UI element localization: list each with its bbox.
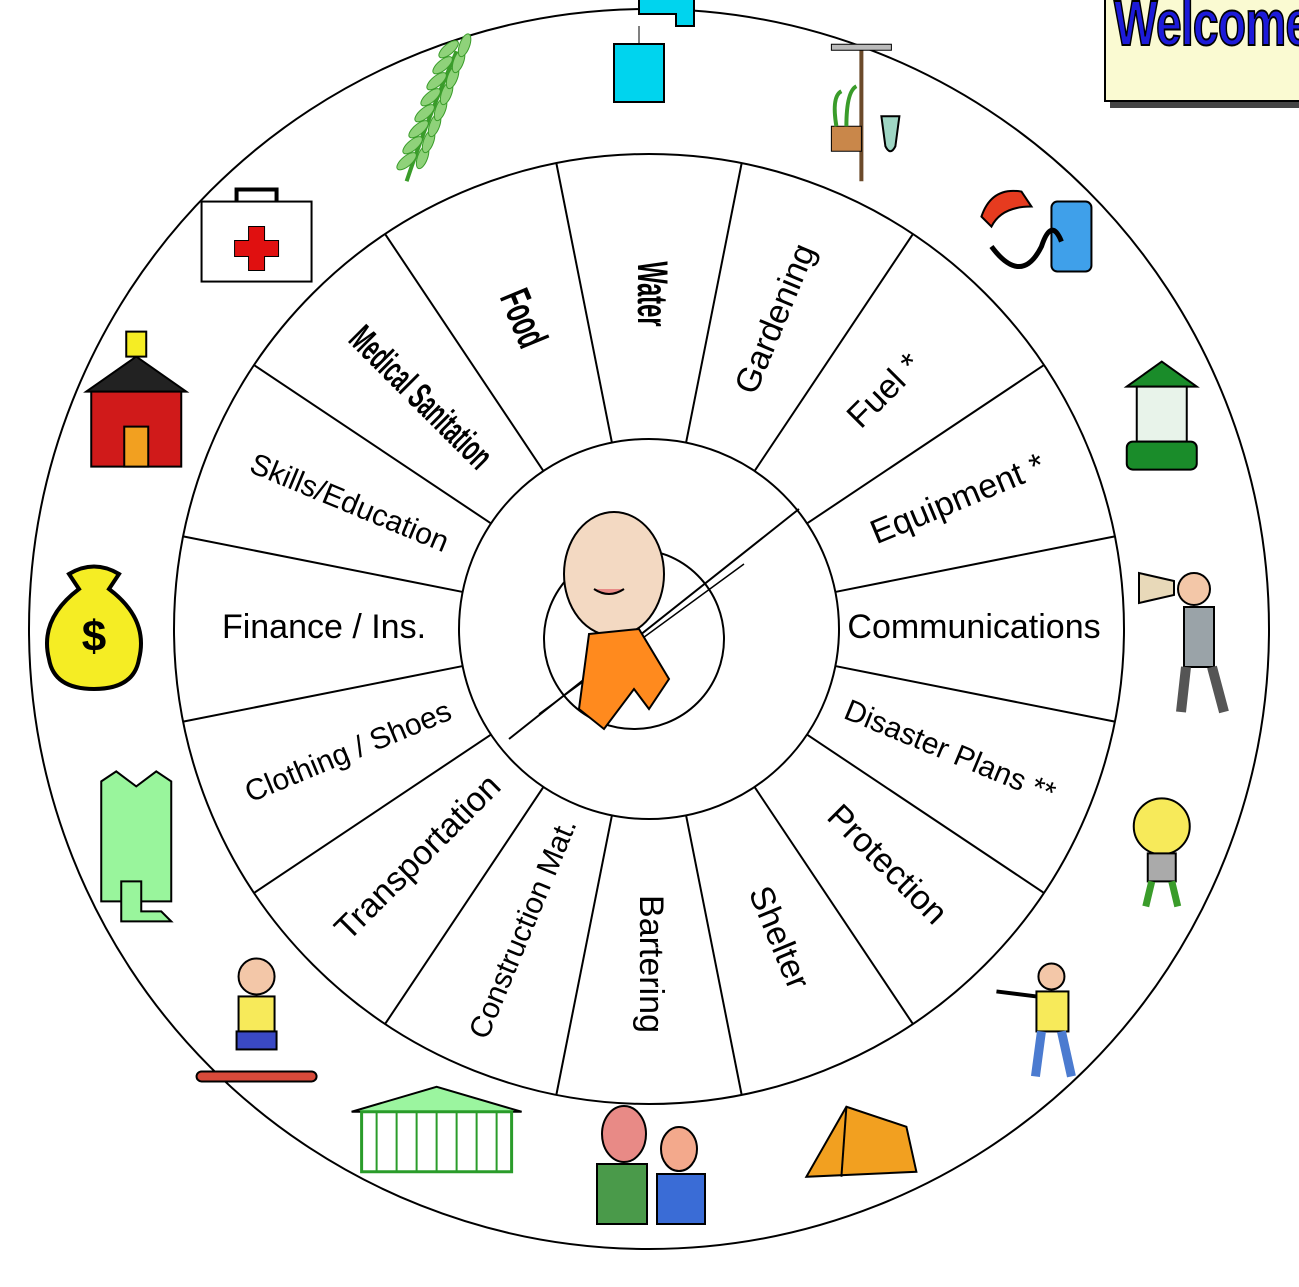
- armed-man-icon: [996, 962, 1076, 1078]
- spoke: [835, 665, 1116, 723]
- spoke: [685, 162, 743, 443]
- tent-icon: [804, 1105, 918, 1178]
- svg-text:$: $: [82, 612, 106, 661]
- arguing-men-icon: [596, 1105, 706, 1225]
- wheel-spokes: [182, 162, 1116, 1096]
- humpty-dumpty-icon: [508, 508, 800, 740]
- money-bag-icon: $: [45, 564, 143, 692]
- spoke: [835, 535, 1116, 593]
- welcome-title: Welcome: [1113, 0, 1299, 60]
- outer-icons: $: [45, 0, 1229, 1225]
- wheat-icon: [396, 33, 472, 182]
- spoke: [253, 364, 492, 525]
- clothing-icon: [100, 770, 174, 923]
- segment-label: Bartering: [632, 895, 670, 1033]
- megaphone-man-icon: [1138, 571, 1229, 714]
- water-faucet-icon: [613, 0, 695, 103]
- segment-label: Finance / Ins.: [222, 608, 426, 646]
- spoke: [555, 815, 613, 1096]
- spoke: [753, 786, 914, 1025]
- segment-label: Communications: [847, 608, 1100, 646]
- building-frame-icon: [351, 1085, 522, 1174]
- schoolhouse-icon: [83, 330, 190, 468]
- spoke: [753, 233, 914, 472]
- lightbulb-character-icon: [1132, 797, 1191, 908]
- spoke: [685, 815, 743, 1096]
- skateboarder-icon: [195, 957, 318, 1083]
- spoke: [182, 535, 463, 593]
- garden-tools-icon: [830, 43, 901, 182]
- spoke: [253, 733, 492, 894]
- spoke: [555, 162, 613, 443]
- spoke: [806, 733, 1045, 894]
- welcome-banner: [1104, 0, 1299, 102]
- spoke: [384, 786, 545, 1025]
- segment-label: Water: [628, 261, 675, 326]
- center-hub: [508, 508, 800, 740]
- spoke: [384, 233, 545, 472]
- fuel-pump-icon: [980, 189, 1093, 273]
- spoke: [182, 665, 463, 723]
- spoke: [806, 364, 1045, 525]
- lantern-icon: [1123, 360, 1200, 471]
- first-aid-kit-icon: [200, 187, 313, 283]
